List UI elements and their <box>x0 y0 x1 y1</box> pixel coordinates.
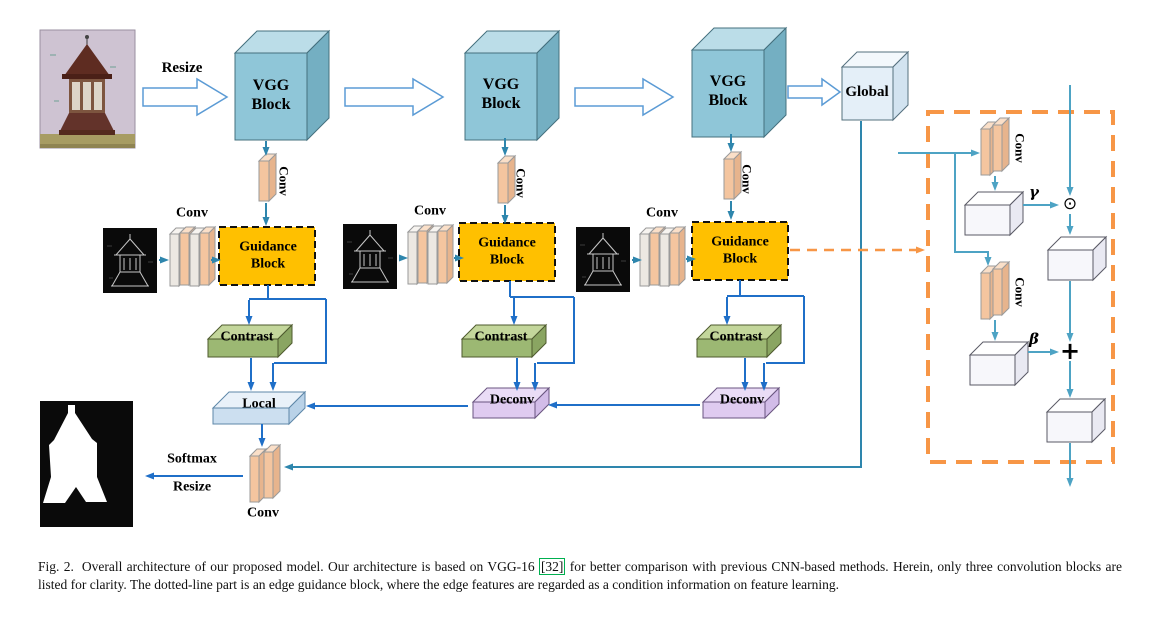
global-feedback-line <box>284 121 862 471</box>
conv-slab <box>258 153 277 202</box>
architecture-diagram <box>39 27 1115 527</box>
conv-stack-2 <box>407 224 454 285</box>
local-block <box>212 391 306 425</box>
global-block <box>841 51 909 121</box>
block-arrow-icon <box>344 77 445 117</box>
vgg-block-3 <box>691 27 787 138</box>
final-conv-stack <box>249 444 281 503</box>
contrast-block-1 <box>207 324 293 358</box>
feature-box-4 <box>1046 398 1106 443</box>
eg-conv-slab <box>992 117 1010 172</box>
block-arrow-icon <box>787 77 842 107</box>
feature-box-3 <box>969 341 1029 386</box>
conv-slab <box>723 151 742 200</box>
output-mask-image <box>40 401 133 527</box>
deconv-block-2 <box>702 387 780 419</box>
guidance-block-1 <box>218 226 316 286</box>
figure-caption: Fig. 2. Overall architecture of our propo… <box>38 558 1122 593</box>
feature-box-1 <box>964 191 1024 236</box>
vgg-block-2 <box>464 30 560 141</box>
guidance-block-2 <box>458 222 556 282</box>
conv-stack-3 <box>639 226 686 287</box>
feature-box-2 <box>1047 236 1107 281</box>
contrast-block-3 <box>696 324 782 358</box>
edge-image-1 <box>102 227 158 294</box>
column-arrows <box>159 134 735 264</box>
guidance-block-3 <box>691 221 789 281</box>
caption-tag: Fig. 2. <box>38 559 74 574</box>
deconv-block-1 <box>472 387 550 419</box>
edge-guidance-dashed-box <box>926 110 1115 464</box>
block-arrow-icon <box>574 77 675 117</box>
eg-conv-slab <box>992 261 1010 316</box>
contrast-block-2 <box>461 324 547 358</box>
conv-stack-1 <box>169 226 216 287</box>
edge-image-3 <box>575 226 631 293</box>
pipeline-arrows <box>142 77 842 117</box>
caption-text-after: for better comparison with previous CNN-… <box>38 559 1122 592</box>
guidance-blocks <box>218 221 789 286</box>
edge-guidance-arrows <box>898 85 1074 487</box>
block-arrow-icon <box>142 77 229 117</box>
input-image <box>39 29 136 149</box>
caption-text-before: Overall architecture of our proposed mod… <box>81 559 535 574</box>
citation-link[interactable]: [32] <box>538 558 566 575</box>
vgg-block-1 <box>234 30 330 141</box>
branch-lines <box>145 280 805 480</box>
edge-image-2 <box>342 223 398 290</box>
conv-slab <box>497 155 516 204</box>
architecture-figure: Resize VGG Block VGG Block VGG Block Glo… <box>39 27 1115 527</box>
